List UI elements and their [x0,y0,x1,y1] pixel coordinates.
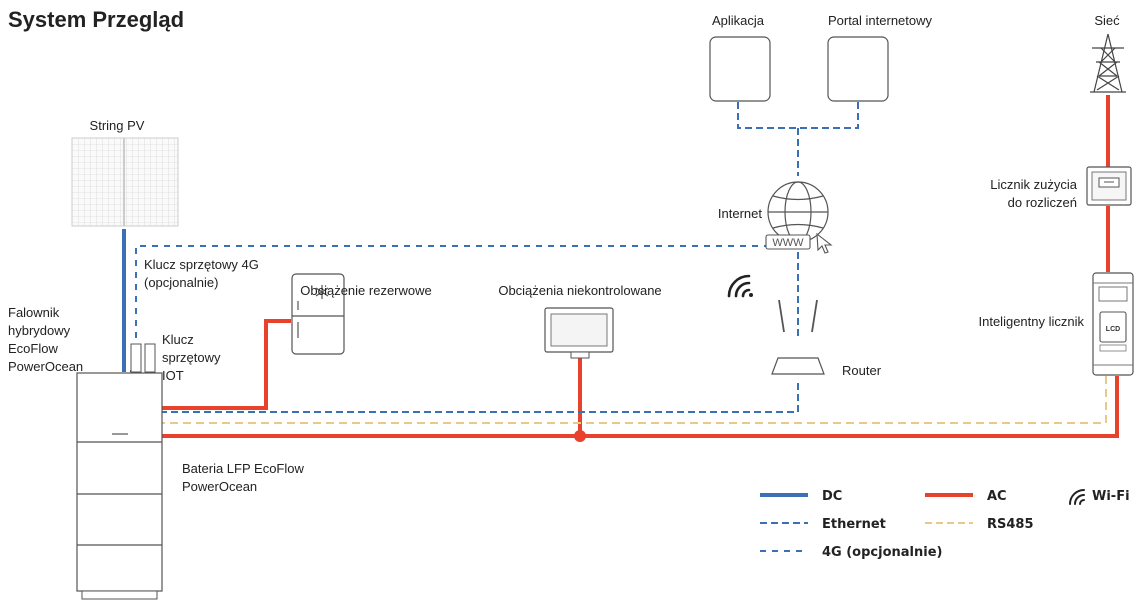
legend: DC AC Wi-Fi Ethernet RS485 4G (opcjonaln… [760,489,1130,560]
battery-label-1: Bateria LFP EcoFlow [182,461,304,476]
legend-rs485-label: RS485 [987,517,1034,532]
hybrid-inverter [76,343,163,600]
legend-item-ethernet: Ethernet [760,517,886,532]
page-title: System Przegląd [8,7,184,32]
snowflake-icon [315,285,329,299]
pv-panel: String PV [71,118,179,227]
legend-item-dc: DC [760,489,842,504]
iot-label-1: Klucz [162,332,194,347]
portal-label: Portal internetowy [828,13,933,28]
ethernet-inverter-line [162,383,799,413]
rs485-line [162,376,1107,424]
legend-wifi-icon [1069,489,1085,505]
billing-meter-label-2: do rozliczeń [1008,195,1077,210]
pv-label: String PV [90,118,145,133]
legend-4g-label: 4G (opcjonalnie) [822,545,942,560]
backup-load-fridge: Obciążenie rezerwowe [291,273,432,355]
grid-label: Sieć [1094,13,1120,28]
legend-item-4g: 4G (opcjonalnie) [760,545,942,560]
dongle-4g-label-1: Klucz sprzętowy 4G [144,257,259,272]
internet-label: Internet [718,206,762,221]
ethernet-app-line [737,102,859,129]
lcd-label: LCD [1106,326,1120,333]
router-label: Router [842,363,882,378]
backup-load-label: Obciążenie rezerwowe [300,283,432,298]
inverter-label-2: hybrydowy [8,323,71,338]
iot-label-2: sprzętowy [162,350,221,365]
legend-item-ac: AC [925,489,1007,504]
legend-ethernet-label: Ethernet [822,517,886,532]
iot-label-3: IOT [162,368,184,383]
ac-main-bus [162,376,1119,438]
inverter-label-1: Falownik [8,305,60,320]
battery-label-2: PowerOcean [182,479,257,494]
smart-meter: LCD Inteligentny licznik [979,272,1134,376]
www-label: WWW [772,237,804,249]
legend-item-wifi: Wi-Fi [1069,489,1130,505]
uncontrolled-load-monitor: Obciążenia niekontrolowane [498,283,662,359]
legend-ac-label: AC [987,489,1007,504]
globe-icon: WWW Internet [718,181,833,254]
inverter-label-3: EcoFlow [8,341,58,356]
app-label: Aplikacja [712,13,765,28]
dongle-4g-label-2: (opcjonalnie) [144,275,218,290]
router-device: Router [771,299,882,378]
legend-wifi-label: Wi-Fi [1092,489,1130,504]
legend-item-rs485: RS485 [925,517,1034,532]
uncontrolled-loads-label: Obciążenia niekontrolowane [498,283,661,298]
iot-dongle [130,343,156,373]
billing-meter-label-1: Licznik zużycia [990,177,1077,192]
smart-meter-label: Inteligentny licznik [979,314,1085,329]
billing-meter: Licznik zużycia do rozliczeń [990,166,1132,210]
wifi-icon [727,274,753,298]
legend-dc-label: DC [822,489,842,504]
portal-device: Portal internetowy [827,13,933,102]
ac-backup-line [162,319,291,410]
app-device: Aplikacja [709,13,771,102]
grid-tower-icon [1090,33,1126,93]
ac-junction-dot [574,430,586,442]
inverter-label-4: PowerOcean [8,359,83,374]
